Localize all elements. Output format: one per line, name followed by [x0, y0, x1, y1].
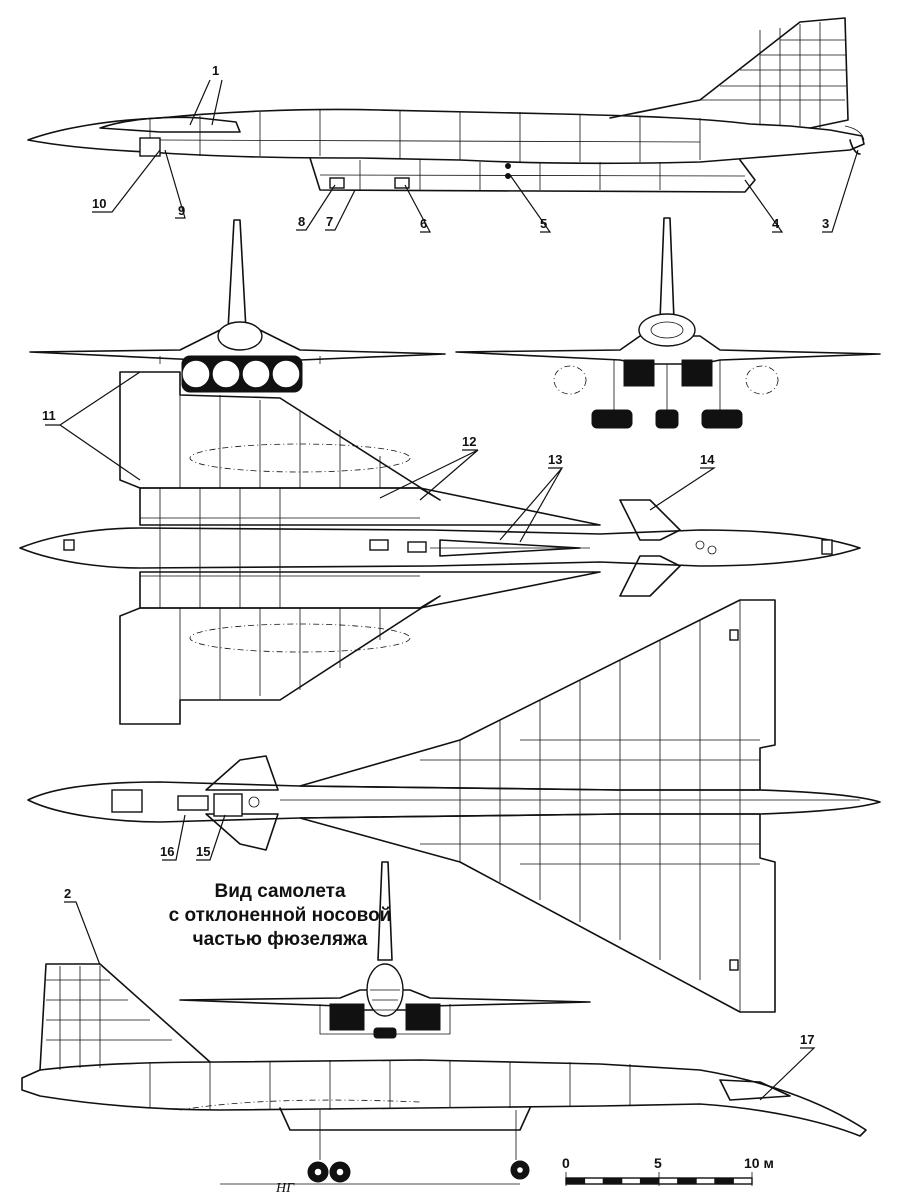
caption-line-1: Вид самолета	[214, 881, 346, 902]
callout-14: 14	[700, 452, 715, 467]
front-view-drooped	[179, 861, 591, 1039]
callout-15: 15	[196, 844, 210, 859]
plan-view-top	[19, 371, 861, 725]
rear-view	[29, 219, 446, 393]
side-view-top	[27, 17, 865, 193]
scale-bar: 0 5 10 м	[562, 1155, 774, 1186]
drooped-nose-caption: Вид самолета с отклоненной носовой часть…	[150, 880, 410, 952]
callout-1: 1	[212, 63, 219, 78]
callout-7: 7	[326, 214, 333, 229]
scale-label-ten: 10 м	[744, 1155, 774, 1171]
callouts-plan: 11 12 13 14	[42, 371, 717, 543]
callout-16: 16	[160, 844, 174, 859]
callout-17-group: 17	[759, 1032, 816, 1101]
callout-5: 5	[540, 216, 547, 231]
callout-4: 4	[772, 216, 780, 231]
caption-line-3: частью фюзеляжа	[192, 929, 368, 950]
plan-view-bottom	[27, 599, 881, 1013]
front-view	[455, 217, 881, 429]
callout-17: 17	[800, 1032, 814, 1047]
callout-3: 3	[822, 216, 829, 231]
callout-6: 6	[420, 216, 427, 231]
caption-line-2: с отклоненной носовой	[168, 905, 392, 926]
callout-9: 9	[178, 203, 185, 218]
scale-label-zero: 0	[562, 1155, 570, 1171]
side-view-bottom	[21, 963, 867, 1185]
artist-signature: НГ	[275, 1181, 295, 1196]
callout-12: 12	[462, 434, 476, 449]
callout-2: 2	[64, 886, 71, 901]
callouts-bottom-plan: 16 15	[160, 814, 226, 861]
callout-8: 8	[298, 214, 305, 229]
callout-13: 13	[548, 452, 562, 467]
callouts-top: 1 10 9 8 7 6 5 4 3	[92, 63, 859, 233]
callout-11: 11	[42, 408, 56, 423]
callout-10: 10	[92, 196, 106, 211]
scale-label-five: 5	[654, 1155, 662, 1171]
